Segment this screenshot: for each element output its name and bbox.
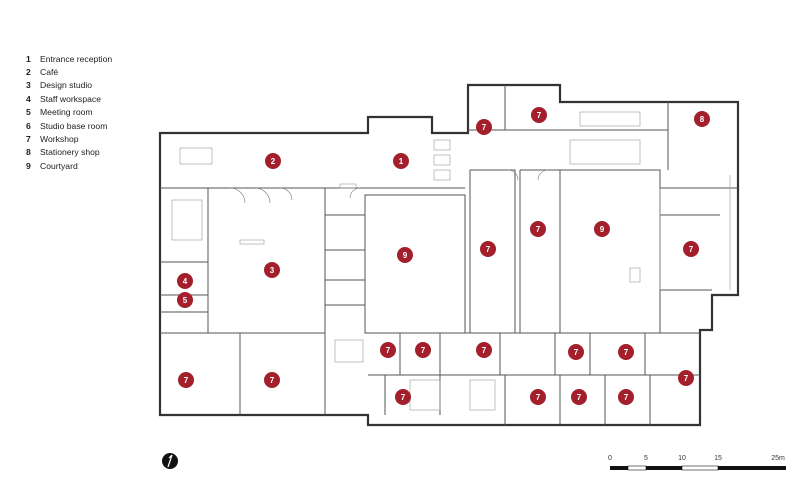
legend-label: Staff workspace xyxy=(40,93,101,104)
svg-text:7: 7 xyxy=(184,376,189,385)
legend-number: 8 xyxy=(26,147,31,158)
legend-number: 4 xyxy=(26,93,31,104)
marker-workshop: 7 xyxy=(678,370,694,386)
scale-tick-label: 5 xyxy=(644,455,648,462)
scale-tick-label: 25m xyxy=(771,455,785,462)
legend-label: Studio base room xyxy=(40,120,108,131)
legend-number: 5 xyxy=(26,107,31,118)
legend-item: 7 Workshop xyxy=(26,132,112,145)
svg-text:8: 8 xyxy=(700,115,705,124)
legend-item: 6 Studio base room xyxy=(26,119,112,132)
svg-text:5: 5 xyxy=(183,296,188,305)
interior-walls xyxy=(160,85,738,425)
legend-label: Entrance reception xyxy=(40,53,113,64)
legend-item: 3 Design studio xyxy=(26,79,112,92)
svg-text:7: 7 xyxy=(624,348,629,357)
svg-text:7: 7 xyxy=(577,393,582,402)
legend-label: Design studio xyxy=(40,80,93,91)
door-swings xyxy=(229,169,549,204)
svg-text:7: 7 xyxy=(536,393,541,402)
svg-text:7: 7 xyxy=(689,245,694,254)
legend-item: 4 Staff workspace xyxy=(26,92,112,105)
legend-number: 3 xyxy=(26,80,31,91)
svg-text:4: 4 xyxy=(183,277,188,286)
marker-workshop: 7 xyxy=(480,241,496,257)
marker-staff-workspace: 4 xyxy=(177,273,193,289)
svg-text:7: 7 xyxy=(401,393,406,402)
svg-text:7: 7 xyxy=(421,346,426,355)
marker-workshop: 7 xyxy=(476,119,492,135)
svg-text:7: 7 xyxy=(574,348,579,357)
marker-workshop: 7 xyxy=(178,372,194,388)
legend-label: Café xyxy=(40,67,59,78)
marker-workshop: 7 xyxy=(380,342,396,358)
marker-workshop: 7 xyxy=(530,389,546,405)
svg-text:7: 7 xyxy=(270,376,275,385)
legend-number: 7 xyxy=(26,134,31,145)
fixtures xyxy=(171,111,731,411)
svg-text:9: 9 xyxy=(403,251,408,260)
svg-text:9: 9 xyxy=(600,225,605,234)
svg-text:7: 7 xyxy=(536,225,541,234)
marker-meeting-room: 5 xyxy=(177,292,193,308)
marker-workshop: 7 xyxy=(415,342,431,358)
legend: 1 Entrance reception 2 Café 3 Design studio… xyxy=(26,52,112,173)
legend-label: Workshop xyxy=(40,134,79,145)
scale-bar: 0 5 10 15 25m xyxy=(608,455,786,471)
legend-number: 1 xyxy=(26,53,31,64)
legend-item: 1 Entrance reception xyxy=(26,52,112,65)
svg-text:7: 7 xyxy=(482,123,487,132)
legend-item: 5 Meeting room xyxy=(26,106,112,119)
legend-item: 9 Courtyard xyxy=(26,159,112,172)
svg-text:7: 7 xyxy=(386,346,391,355)
marker-workshop: 7 xyxy=(264,372,280,388)
marker-workshop: 7 xyxy=(618,344,634,360)
marker-workshop: 7 xyxy=(683,241,699,257)
svg-text:3: 3 xyxy=(270,266,275,275)
svg-text:7: 7 xyxy=(624,393,629,402)
marker-workshop: 7 xyxy=(531,107,547,123)
legend-label: Meeting room xyxy=(40,107,93,118)
marker-workshop: 7 xyxy=(530,221,546,237)
svg-text:7: 7 xyxy=(486,245,491,254)
building-outline xyxy=(158,83,740,427)
room-markers: 1 2 3 4 5 7 7 7 7 7 7 7 7 7 7 7 7 7 7 7 … xyxy=(177,107,710,405)
marker-courtyard: 9 xyxy=(594,221,610,237)
marker-workshop: 7 xyxy=(618,389,634,405)
marker-workshop: 7 xyxy=(571,389,587,405)
legend-item: 2 Café xyxy=(26,65,112,78)
legend-number: 6 xyxy=(26,120,31,131)
marker-stationery-shop: 8 xyxy=(694,111,710,127)
svg-text:2: 2 xyxy=(271,157,276,166)
marker-entrance-reception: 1 xyxy=(393,153,409,169)
north-arrow-icon xyxy=(162,453,178,469)
scale-tick-label: 15 xyxy=(714,455,722,462)
svg-text:1: 1 xyxy=(399,157,404,166)
legend-number: 2 xyxy=(26,67,31,78)
marker-cafe: 2 xyxy=(265,153,281,169)
marker-courtyard: 9 xyxy=(397,247,413,263)
scale-tick-label: 0 xyxy=(608,455,612,462)
legend-label: Courtyard xyxy=(40,160,78,171)
legend-number: 9 xyxy=(26,160,31,171)
legend-item: 8 Stationery shop xyxy=(26,146,112,159)
scale-tick-label: 10 xyxy=(678,455,686,462)
marker-workshop: 7 xyxy=(395,389,411,405)
marker-workshop: 7 xyxy=(476,342,492,358)
marker-workshop: 7 xyxy=(568,344,584,360)
svg-text:7: 7 xyxy=(684,374,689,383)
legend-label: Stationery shop xyxy=(40,147,100,158)
marker-design-studio: 3 xyxy=(264,262,280,278)
svg-text:7: 7 xyxy=(537,111,542,120)
svg-text:7: 7 xyxy=(482,346,487,355)
